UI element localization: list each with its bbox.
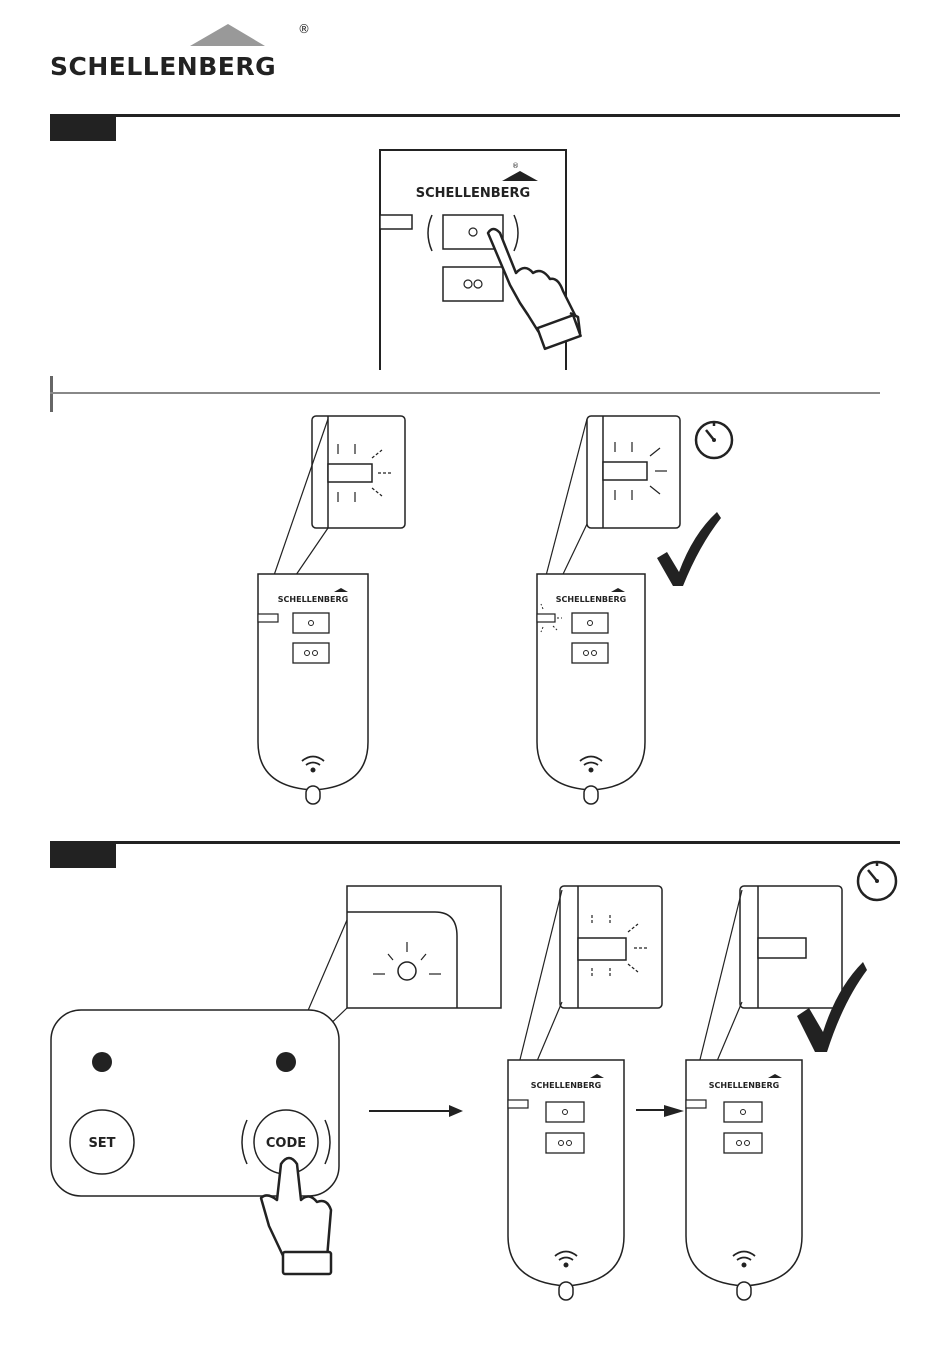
brand-logo: ® SCHELLENBERG [50,22,270,82]
remote-d-zoom: SCHELLENBERG [680,880,850,1320]
code-led [276,1052,296,1072]
svg-text:SCHELLENBERG: SCHELLENBERG [556,595,626,604]
arrow-right-icon [369,1105,463,1117]
step-3-rule [50,841,900,844]
checkmark-icon [795,960,870,1056]
device-brand-text: SCHELLENBERG [416,186,530,201]
step-1-rule [50,114,900,117]
registered-mark: ® [298,22,310,36]
roof-icon [190,22,265,48]
remote-c-zoom: SCHELLENBERG [500,880,670,1320]
led-indicator [380,215,412,229]
receiver-panel: SET CODE [45,880,510,1280]
code-button-label: CODE [266,1136,306,1151]
svg-text:SCHELLENBERG: SCHELLENBERG [709,1081,779,1090]
timer-icon [854,858,900,904]
brand-name: SCHELLENBERG [50,52,276,81]
remote-a-zoom: SCHELLENBERG [250,412,420,812]
checkmark-icon [655,510,725,590]
svg-text:®: ® [512,162,519,170]
button-double [443,267,503,301]
remote-b-zoom: SCHELLENBERG [525,412,695,812]
step-2-bracket [50,376,53,412]
remote-closeup-press: ® SCHELLENBERG [370,145,600,375]
step-3-tab [50,842,116,868]
set-button-label: SET [88,1136,115,1151]
svg-text:SCHELLENBERG: SCHELLENBERG [531,1081,601,1090]
timer-icon [692,418,736,462]
svg-text:SCHELLENBERG: SCHELLENBERG [278,595,348,604]
set-led [92,1052,112,1072]
step-2-rule [50,392,880,394]
step-1-tab [50,115,116,141]
